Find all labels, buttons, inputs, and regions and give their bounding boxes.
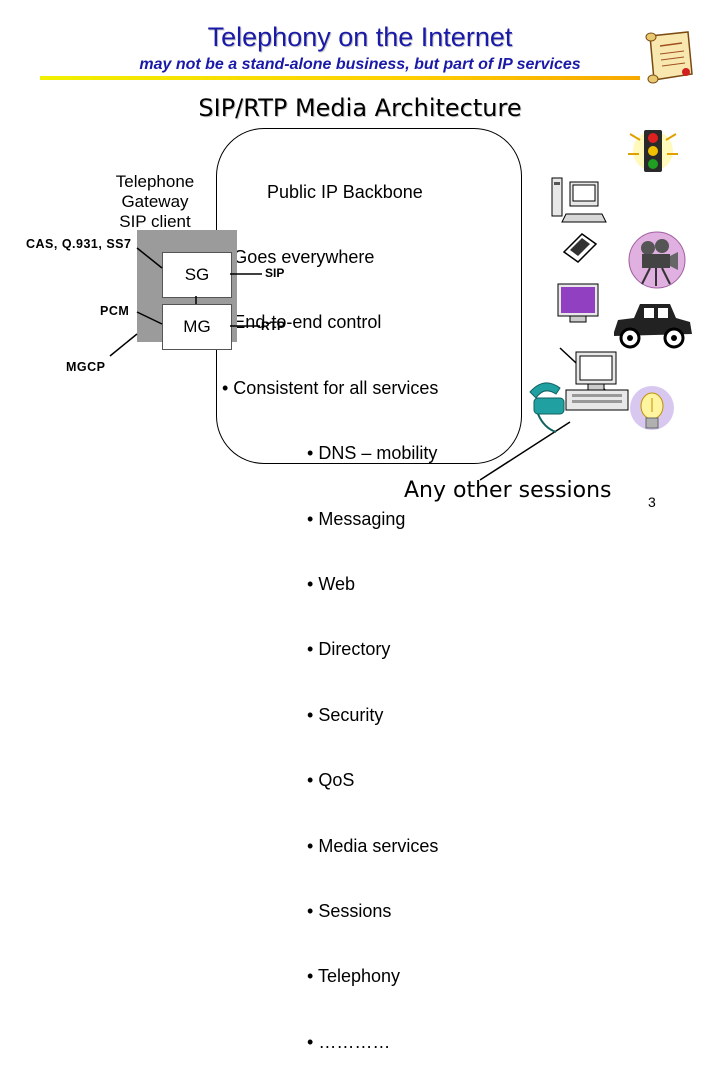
- sip-label: SIP: [265, 266, 285, 280]
- media-gateway-box: MG: [162, 304, 232, 350]
- desk-phone-computer-icon: [529, 351, 629, 433]
- slide-title: Telephony on the Internet: [207, 22, 513, 52]
- backbone-heading: Public IP Backbone: [222, 181, 423, 202]
- backbone-item: • End-to-end control: [222, 312, 382, 333]
- gateway-label-line: Gateway: [121, 192, 189, 211]
- traffic-light-icon: [628, 130, 678, 172]
- backbone-item: • Goes everywhere: [222, 246, 375, 267]
- backbone-subitem: • …………: [222, 1031, 391, 1052]
- cas-line: [136, 247, 163, 269]
- backbone-subitem: • Messaging: [222, 508, 406, 529]
- monitor-icon: [557, 283, 599, 323]
- movie-camera-icon: [628, 231, 686, 289]
- gateway-label-line: SIP client: [119, 212, 191, 231]
- light-bulb-icon: [630, 386, 674, 430]
- backbone-subitem: • Directory: [222, 639, 391, 660]
- mgcp-label: MGCP: [66, 360, 106, 374]
- telephone-icon: [562, 233, 598, 263]
- computer-icon: [551, 177, 607, 223]
- backbone-subitem: • DNS – mobility: [222, 443, 438, 464]
- section-title: SIP/RTP Media Architecture: [198, 94, 522, 122]
- title-underline: [40, 76, 640, 80]
- rtp-label: RTP: [261, 319, 285, 333]
- page-number: 3: [648, 494, 656, 510]
- mgcp-line: [109, 333, 138, 357]
- pcm-label: PCM: [100, 304, 130, 318]
- connection-lines: [109, 247, 619, 481]
- backbone-subitem: • QoS: [222, 770, 355, 791]
- scroll-icon: [645, 31, 693, 84]
- cas-label: CAS, Q.931, SS7: [26, 237, 132, 251]
- backbone-subitem: • Security: [222, 704, 384, 725]
- public-ip-backbone: [216, 128, 522, 464]
- signaling-gateway-box: SG: [162, 252, 232, 298]
- gateway-label-line: Telephone: [115, 172, 195, 191]
- pcm-line: [136, 311, 163, 325]
- slide-subtitle: may not be a stand-alone business, but p…: [139, 56, 581, 73]
- backbone-subitem: • Sessions: [222, 900, 392, 921]
- backbone-subitem: • Media services: [222, 835, 439, 856]
- any-other-sessions-label: Any other sessions: [404, 478, 612, 503]
- backbone-subitem: • Telephony: [222, 966, 401, 987]
- car-icon: [614, 304, 692, 349]
- gateway-label: Telephone Gateway SIP client: [100, 172, 210, 232]
- backbone-item: • Consistent for all services: [222, 377, 439, 398]
- backbone-subitem: • Web: [222, 573, 356, 594]
